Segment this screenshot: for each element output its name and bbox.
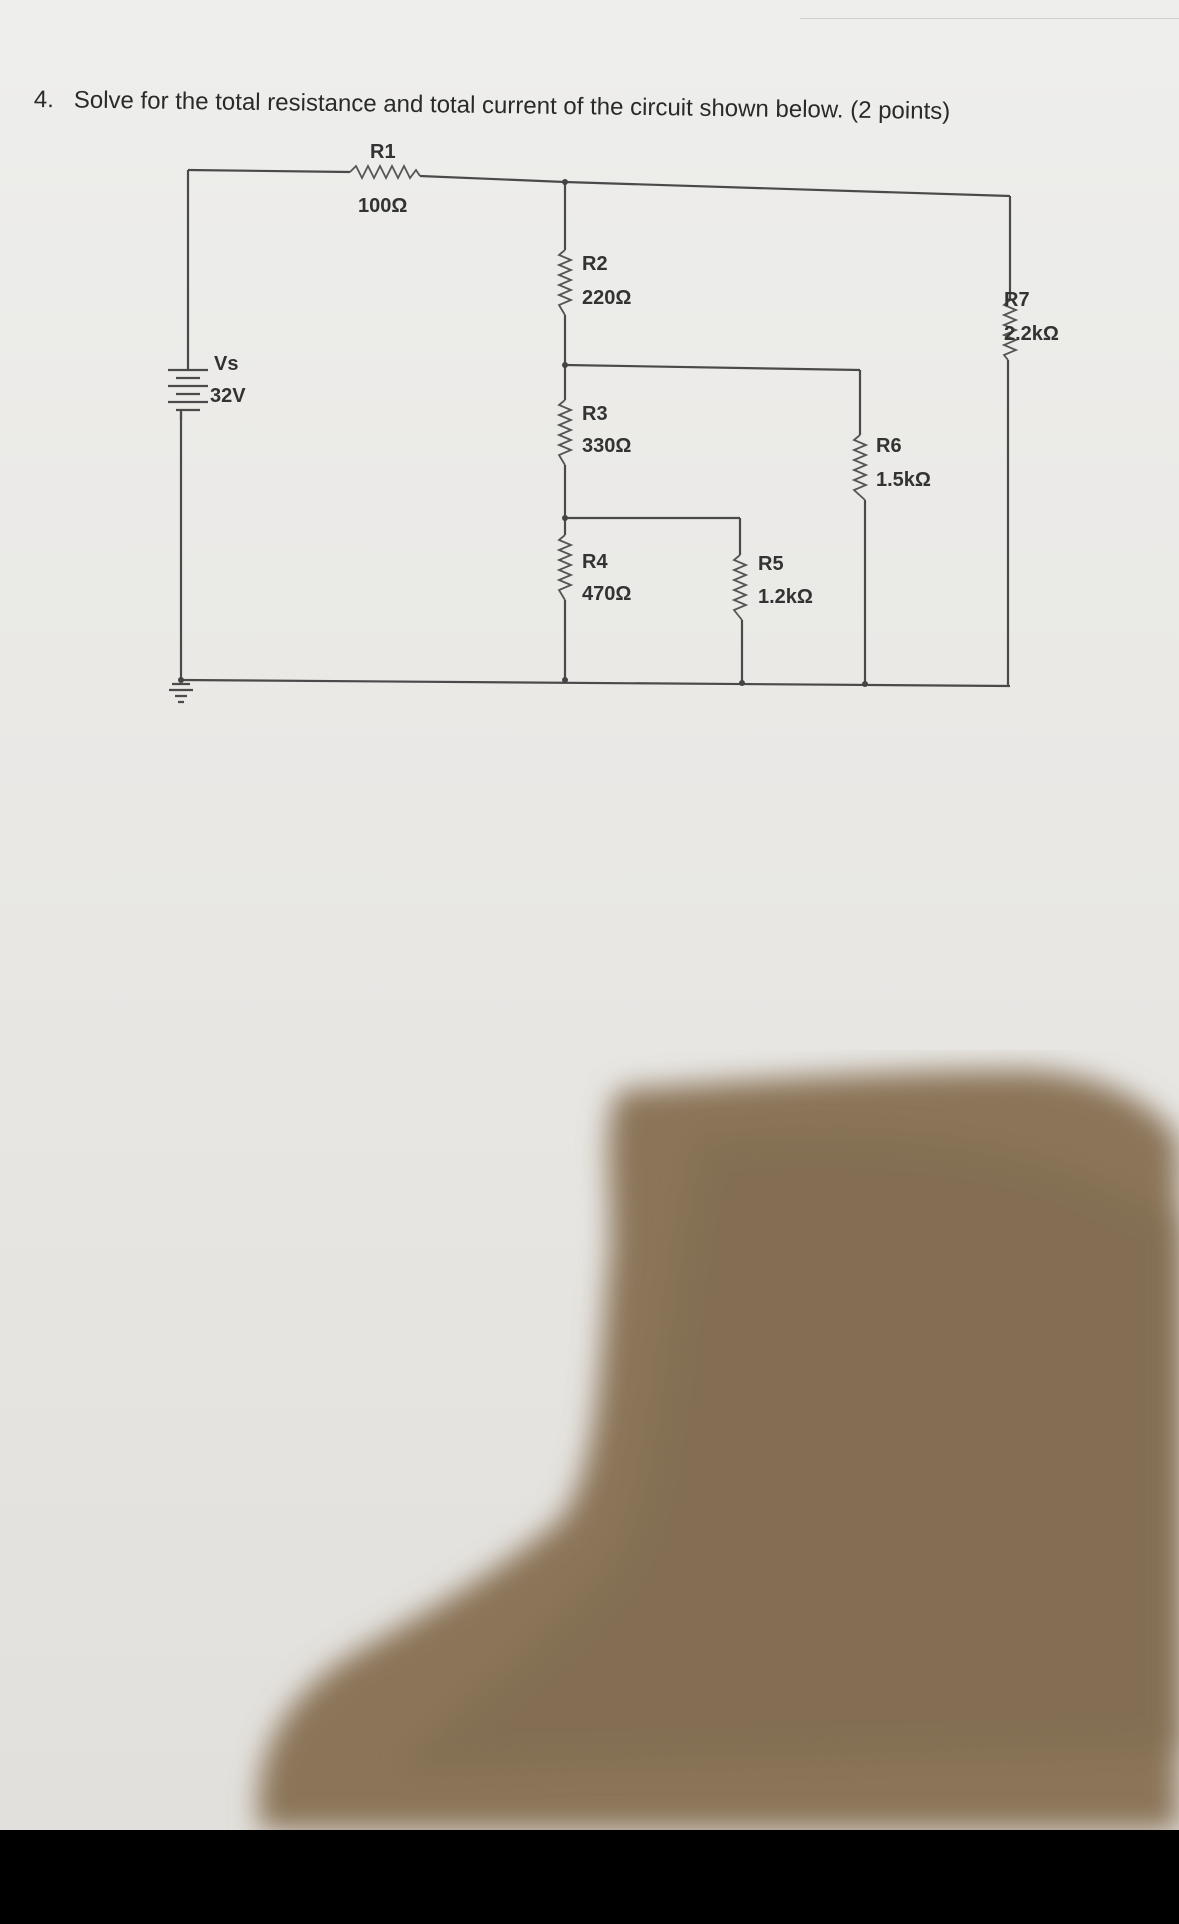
r2-name: R2	[582, 253, 608, 275]
resistor-r3-symbol	[556, 399, 574, 466]
paper-sheet: 4.Solve for the total resistance and tot…	[0, 0, 1179, 1830]
resistor-r5-symbol	[731, 554, 749, 621]
source-value: 32V	[210, 385, 246, 407]
resistor-r4-symbol	[556, 534, 574, 601]
r6-value: 1.5kΩ	[876, 469, 931, 491]
r3-name: R3	[582, 403, 608, 425]
resistor-r7-symbol	[1001, 299, 1019, 361]
r1-name: R1	[370, 141, 396, 163]
r7-value: 2.2kΩ	[1004, 323, 1059, 345]
r4-name: R4	[582, 551, 608, 573]
r4-value: 470Ω	[582, 583, 631, 605]
source-name: Vs	[214, 353, 238, 375]
r5-value: 1.2kΩ	[758, 586, 813, 608]
bottom-black-bar	[0, 1830, 1179, 1924]
r7-name: R7	[1004, 289, 1030, 311]
resistor-r1-symbol	[349, 163, 421, 181]
circuit-wires	[169, 168, 1012, 704]
resistor-r2-symbol	[556, 249, 574, 316]
r3-value: 330Ω	[582, 435, 631, 457]
r5-name: R5	[758, 553, 784, 575]
r6-name: R6	[876, 435, 902, 457]
circuit-nodes	[178, 179, 868, 687]
paper-edge	[800, 0, 1179, 19]
r2-value: 220Ω	[582, 287, 631, 309]
resistor-r6-symbol	[851, 434, 869, 501]
r1-value: 100Ω	[358, 195, 407, 217]
battery-vs-symbol	[168, 360, 208, 420]
circuit-diagram: R1 100Ω R2 220Ω R3 330Ω R4 470Ω R5 1.2kΩ…	[168, 141, 1059, 704]
